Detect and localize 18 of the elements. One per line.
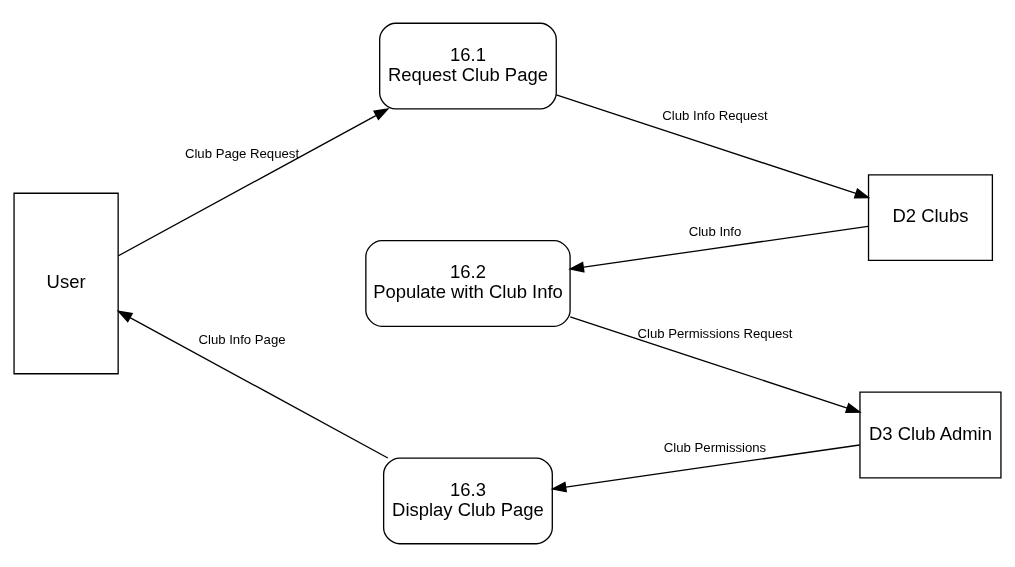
arrow [555,94,871,199]
node-box: 16.3 Display Club Page [382,457,553,545]
edge-label: Club Info Page [198,332,286,348]
node-box: 16.1 Request Club Page [379,22,557,110]
arrow [550,444,861,493]
node-box: User [13,192,119,375]
edge-label: Club Page Request [184,146,300,162]
arrow [116,310,389,459]
edge-label: Club Permissions [663,440,767,456]
node-box: D3 Club Admin [859,391,1002,479]
edge-label: Club Info [688,224,742,240]
edge-label: Club Permissions Request [637,325,793,341]
edge-label: Club Info Request [662,108,768,124]
node-box: D2 Clubs [867,174,994,262]
arrow [569,316,862,414]
node-box: 16.2 Populate with Club Info [365,240,571,327]
arrow [568,225,869,273]
arrow [117,108,390,257]
